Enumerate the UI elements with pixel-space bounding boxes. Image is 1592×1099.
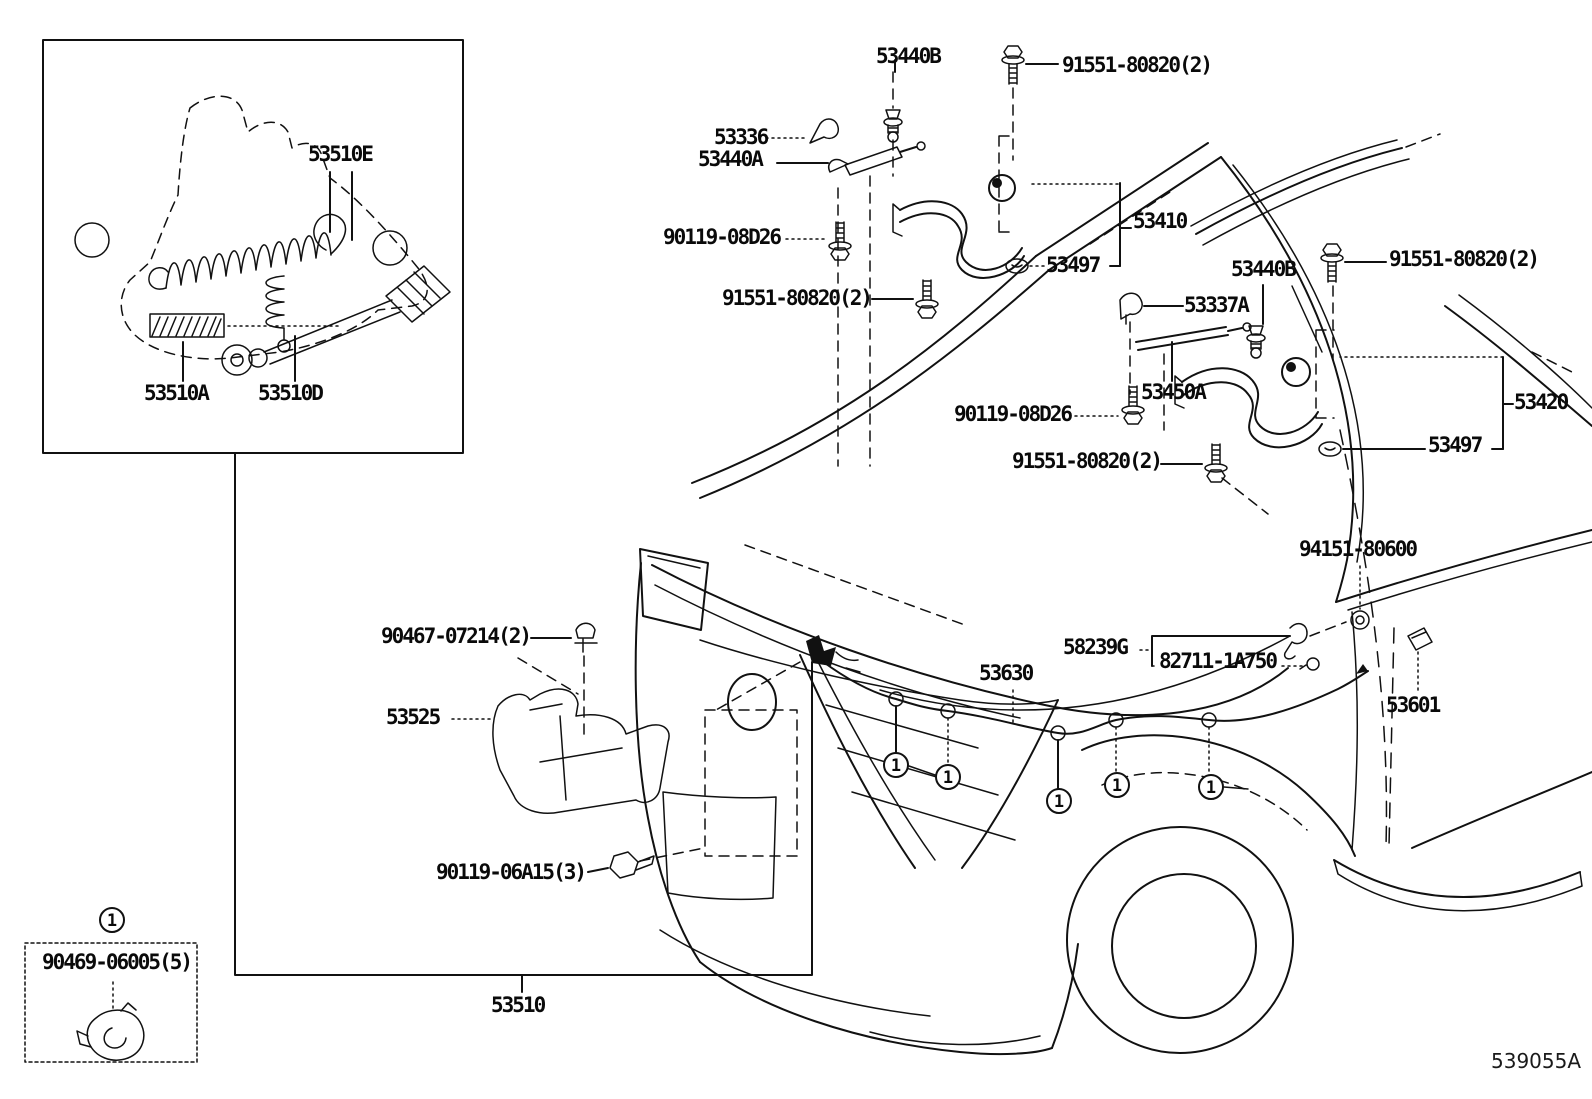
part-label-53497-left: 53497: [1046, 253, 1101, 277]
part-label-53510a: 53510A: [144, 381, 210, 405]
part-label-53440b-right: 53440B: [1231, 257, 1297, 281]
clip-inset-art: [76, 981, 145, 1061]
part-label-53410: 53410: [1133, 209, 1188, 233]
part-label-91551-right-lower: 91551-80820(2): [1012, 449, 1163, 473]
callout-bracket-53510: [234, 452, 813, 993]
marker-circle-1: 1: [1046, 788, 1072, 814]
marker-legend-1: 1: [99, 907, 125, 933]
marker-circle-1: 1: [935, 764, 961, 790]
part-label-82711-1a750: 82711-1A750: [1159, 649, 1278, 673]
hood-lock-control-inset-art: [74, 95, 451, 382]
part-label-94151-80600: 94151-80600: [1299, 537, 1418, 561]
part-label-91551-left: 91551-80820(2): [722, 286, 873, 310]
marker-circle-1: 1: [1104, 772, 1130, 798]
part-label-91551-top: 91551-80820(2): [1062, 53, 1213, 77]
part-label-53420: 53420: [1514, 390, 1569, 414]
hood-lock-assembly-right: [1174, 243, 1514, 847]
part-label-53336: 53336: [714, 125, 769, 149]
part-label-91551-right: 91551-80820(2): [1389, 247, 1540, 271]
part-label-90467-07214: 90467-07214(2): [381, 624, 532, 648]
part-label-53440a: 53440A: [698, 147, 764, 171]
marker-circle-1: 1: [1198, 774, 1224, 800]
part-label-53450a: 53450A: [1141, 380, 1207, 404]
part-label-90119-08d26-right: 90119-08D26: [954, 402, 1073, 426]
part-label-53497-right: 53497: [1428, 433, 1483, 457]
hood-seal-and-clips: [1139, 565, 1433, 695]
inset-box-clip-detail: [24, 942, 198, 1063]
part-label-90119-08d26-left: 90119-08D26: [663, 225, 782, 249]
vehicle-outline: [634, 133, 1592, 1056]
part-label-53337a: 53337A: [1184, 293, 1250, 317]
part-label-53525: 53525: [386, 705, 441, 729]
hood-lock-assembly-left: [765, 45, 1132, 467]
front-bracket-cluster: [451, 622, 670, 879]
part-label-53630: 53630: [979, 661, 1034, 685]
hood-stay-right-cluster: [1074, 292, 1269, 515]
part-label-53510d: 53510D: [258, 381, 324, 405]
part-label-53440b-top: 53440B: [876, 44, 942, 68]
diagram-figure-code: 539055A: [1491, 1049, 1582, 1073]
part-label-53601: 53601: [1386, 693, 1441, 717]
marker-circle-1: 1: [883, 752, 909, 778]
part-label-53510: 53510: [491, 993, 546, 1017]
inset-box-hood-lock-detail: [42, 39, 464, 454]
part-label-90119-06a15: 90119-06A15(3): [436, 860, 587, 884]
part-label-53510e: 53510E: [308, 142, 374, 166]
part-label-90469-06005: 90469-06005(5): [42, 950, 193, 974]
hood-latch-and-cable: [639, 635, 1369, 862]
part-label-58239g: 58239G: [1063, 635, 1129, 659]
